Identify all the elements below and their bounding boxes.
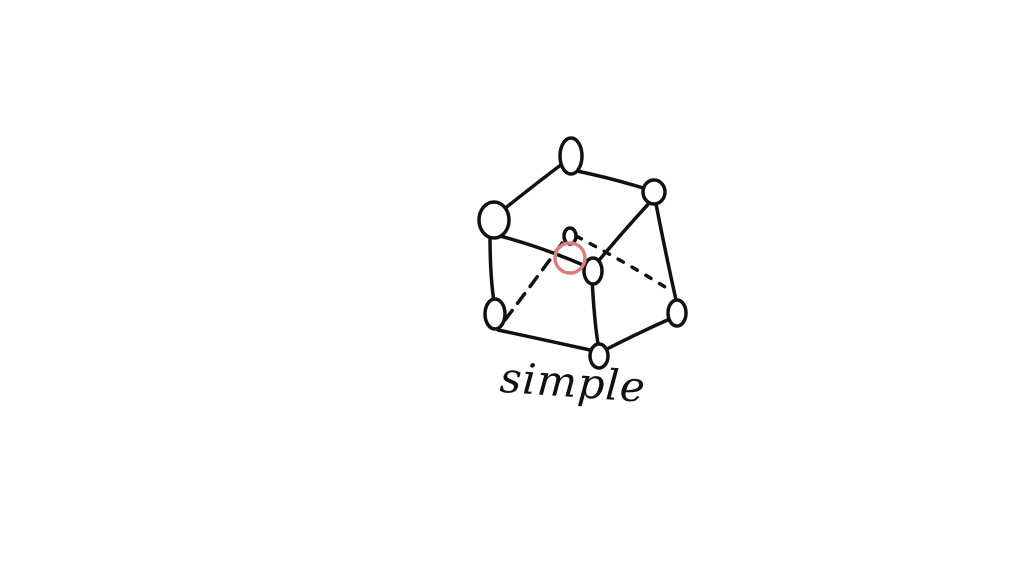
edge-top-front-left [498, 234, 592, 270]
edge-top-front-right [594, 196, 656, 266]
edge-vertical-right [654, 202, 678, 302]
atom-top-front [582, 256, 604, 286]
atom-bottom-right [666, 298, 688, 328]
edge-vertical-front [590, 276, 600, 346]
edge-top-back-right [570, 168, 655, 193]
atom-top-right [641, 178, 667, 206]
atom-bottom-front [588, 342, 610, 370]
highlight-circle [553, 241, 587, 275]
edge-hidden-right [574, 234, 672, 292]
edge-bottom-front-right [603, 316, 674, 352]
edge-bottom-front-left [496, 328, 592, 352]
edge-vertical-left [488, 234, 496, 304]
atom-top-left [477, 200, 511, 240]
atom-bottom-left [483, 297, 507, 331]
atom-top-back [558, 136, 584, 176]
caption-label: simple [498, 352, 648, 412]
